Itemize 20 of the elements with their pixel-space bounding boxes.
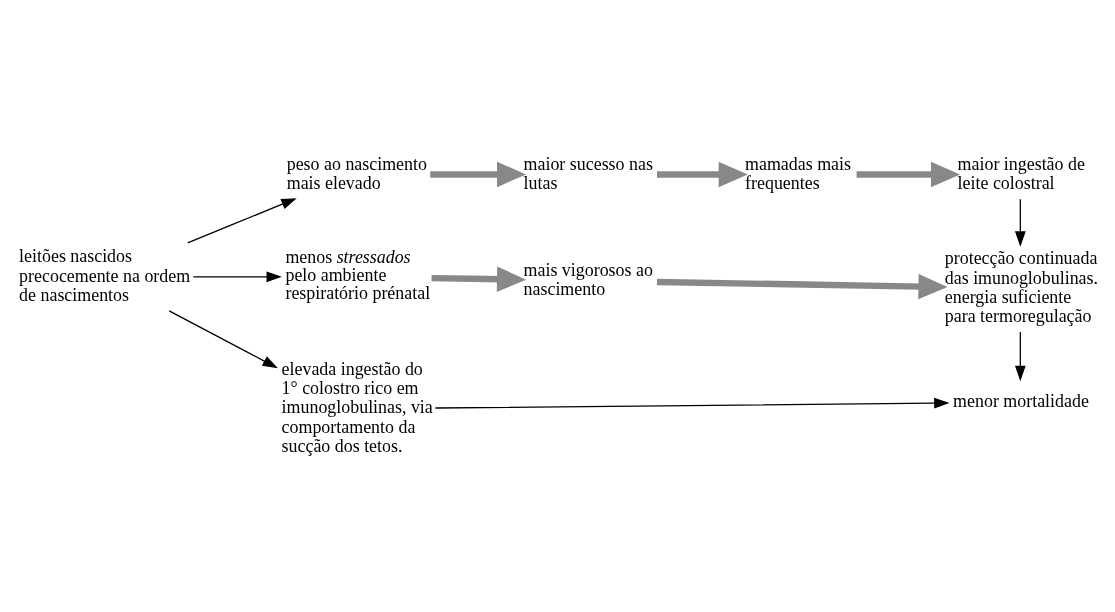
arrow (434, 397, 950, 409)
node-text: protecção continuada das imunoglobulinas. energia suficiente para termoregulação (944, 248, 1098, 326)
node-text: peso ao nascimento mais elevado (286, 153, 427, 193)
arrow (192, 271, 282, 283)
arrow (1014, 198, 1026, 247)
node-text: leitões nascidos precocemente na ordem de nascimentos (19, 246, 191, 305)
node-text: maior sucesso nas lutas (523, 153, 653, 193)
arrow (856, 161, 961, 188)
arrow (656, 273, 948, 300)
arrow (431, 266, 527, 292)
node-text: elevada ingestão do 1° colostro rico em imunoglobulinas, via comportamento da sucção dos tetos. (281, 359, 433, 456)
arrow (1014, 331, 1026, 382)
arrow (168, 310, 278, 369)
node-text: menos stressados pelo ambiente respiratório prénatal (285, 247, 431, 303)
node-text: menor mortalidade (953, 391, 1089, 412)
arrow (430, 161, 527, 188)
node-text: maior ingestão de leite colostral (957, 153, 1085, 193)
node-text: mamadas mais frequentes (745, 153, 851, 193)
node-text: mais vigorosos ao nascimento (523, 259, 653, 300)
arrow (187, 198, 297, 244)
